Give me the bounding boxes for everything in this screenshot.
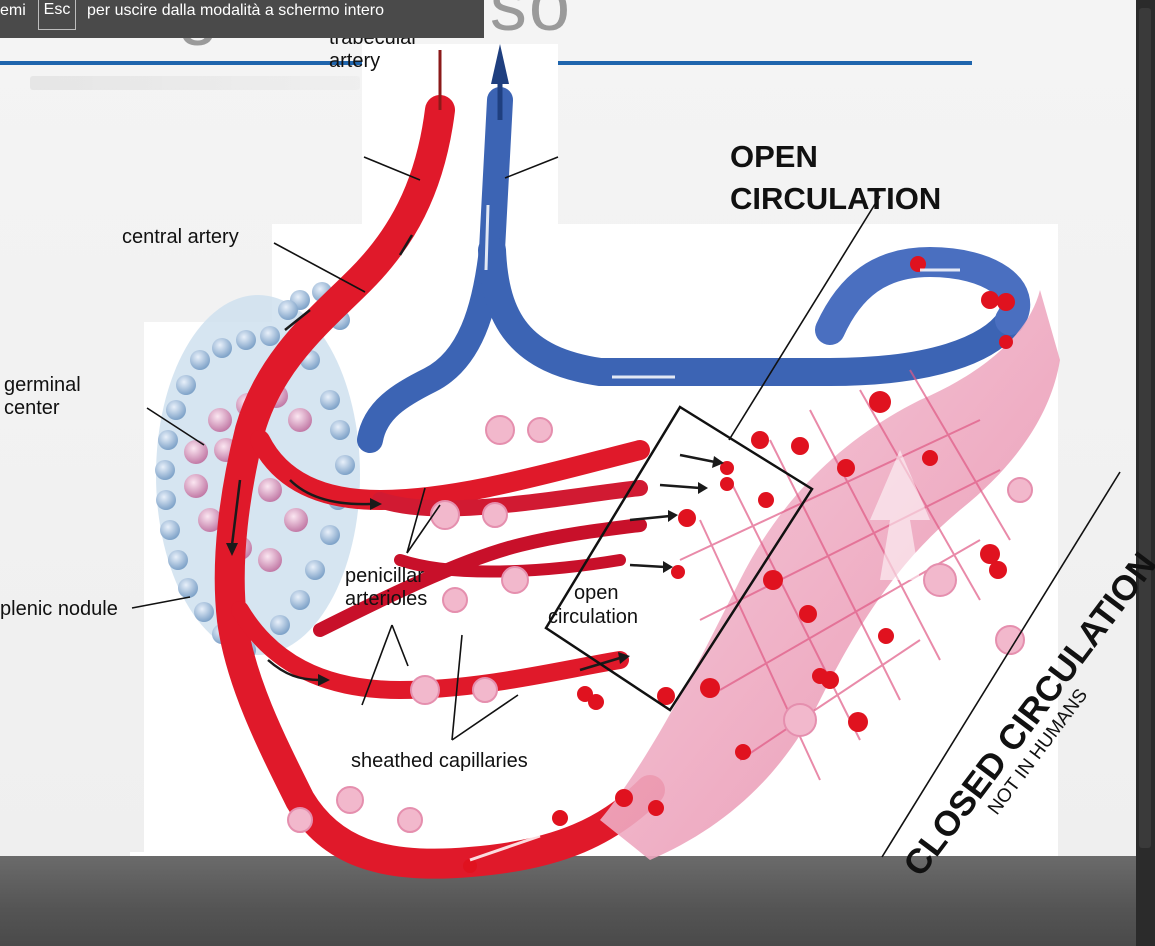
vein-arrow-up [491,44,509,84]
flow-arrowheads [226,456,724,686]
toast-prefix: emi [0,2,26,19]
title-rule-right [558,61,972,65]
vein-flow-arrows [469,204,960,862]
scrollbar-thumb[interactable] [1139,8,1151,848]
splenic-nodule [155,282,360,660]
label-splenic-nodule: plenic nodule [0,598,118,620]
label-germinal-center: germinal center [4,374,81,419]
toast-message: per uscire dalla modalità a schermo inte… [87,2,385,19]
red-blood-cells [463,256,1015,873]
faint-subtitle [30,76,360,90]
vein [357,87,1031,453]
label-central-artery: central artery [122,226,239,248]
open-circulation-title: OPEN CIRCULATION [730,139,942,216]
image-panel-top [362,44,558,234]
esc-key-badge[interactable]: Esc [38,0,76,30]
venous-sinus [600,290,1060,860]
label-sheathed-capillaries: sheathed capillaries [351,750,528,772]
flow-arrows [230,234,716,682]
macrophages [287,415,1033,833]
image-panel-bottom [130,852,1058,856]
leader-lines [131,156,1121,858]
label-penicillar-arterioles: penicillar arterioles [345,565,428,610]
label-open-circulation: open circulation [548,582,639,628]
title-rule-left [0,61,362,65]
open-circulation-box [544,405,814,712]
desktop-background [0,856,1155,946]
fullscreen-exit-toast: emi Esc per uscire dalla modalità a sche… [0,0,484,38]
